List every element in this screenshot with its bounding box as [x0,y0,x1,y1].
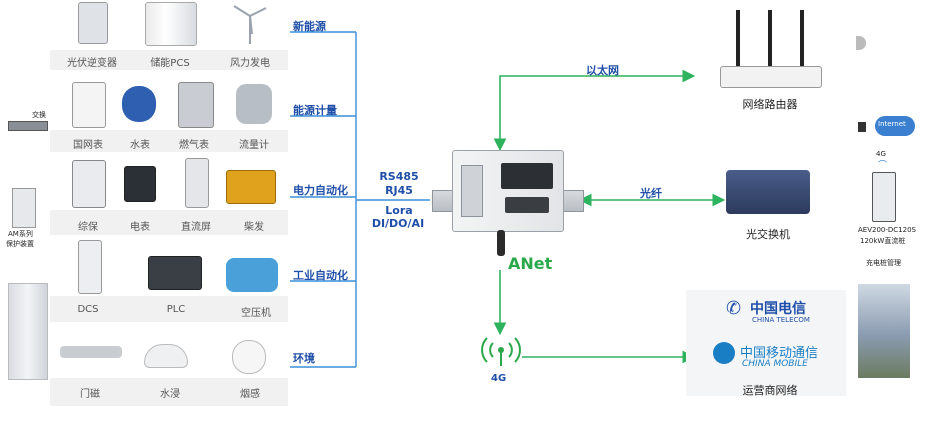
device-label-gas-meter: 燃气表 [179,140,209,151]
charging-station-photo [858,284,910,378]
charger-desc: 120kW直流桩 [860,237,906,245]
label-ethernet: 以太网 [586,64,619,77]
switch-image [726,170,810,214]
gas-meter-image [178,82,214,128]
device-label-protection: 综保 [78,222,98,233]
antenna-icon [497,230,505,256]
category-power-automation: 电力自动化 [293,184,348,197]
row-bg-industrial [50,296,288,322]
protection-relay-image [72,160,106,208]
door-sensor-image [60,346,122,358]
china-telecom-name: 中国电信 [750,301,806,317]
category-new-energy: 新能源 [293,20,326,33]
gateway-device [452,150,564,232]
left-am-label-2: 保护装置 [6,240,34,248]
row-bg-metering [50,130,288,152]
label-fiber: 光纤 [640,187,662,200]
internet-label: Internet [878,120,906,128]
device-label-storage-pcs: 储能PCS [150,58,190,69]
device-label-water-leak: 水浸 [160,389,180,400]
china-mobile-name: 中国移动通信 [740,346,819,361]
right-edge-partial-icon [856,36,866,50]
left-switch-label: 交换 [32,111,46,119]
device-label-power-meter: 电表 [130,222,150,233]
charger-image [872,172,896,222]
label-switch: 光交换机 [746,228,790,241]
grid-meter-image [72,82,106,128]
power-meter-image [124,166,156,202]
diesel-generator-image [226,170,276,204]
left-cabinet-photo [8,283,48,380]
device-label-diesel: 柴发 [244,222,264,233]
cellular-signal-icon [481,337,521,366]
air-compressor-image [226,258,278,292]
device-label-flow-meter: 流量计 [239,140,269,151]
device-label-dcs: DCS [77,304,99,315]
protocol-rj45: RJ45 [385,184,413,197]
device-label-grid-meter: 国网表 [73,140,103,151]
category-environment: 环境 [293,352,315,365]
category-energy-metering: 能源计量 [293,104,337,117]
wifi-icon: ⌒ [878,161,888,171]
charger-model: AEV200-DC120S [858,226,916,234]
smoke-detector-image [232,340,266,374]
device-label-air-compressor: 空压机 [241,308,271,319]
charger-mgmt: 充电桩管理 [866,259,901,267]
china-telecom-en: CHINA TELECOM [752,316,810,324]
operator-panel [686,290,846,396]
dcs-cabinet-image [78,240,102,294]
row-bg-new-energy [50,50,288,70]
china-telecom-icon: ✆ [726,298,742,319]
device-label-smoke: 烟感 [240,389,260,400]
pv-inverter-image [78,2,108,44]
left-am-label-1: AM系列 [8,230,33,238]
device-label-dc-panel: 直流屏 [181,222,211,233]
device-label-water-meter: 水表 [130,140,150,151]
device-label-plc: PLC [166,304,186,315]
cloud-icon [875,116,915,136]
left-am-device [12,188,36,228]
device-label-door-sensor: 门磁 [80,389,100,400]
protocol-io: DI/DO/AI [371,217,425,230]
gateway-name: ANet [508,254,553,273]
left-switch-device [8,121,48,131]
ethernet-link [493,69,696,152]
storage-pcs-image [145,2,197,46]
label-router: 网络路由器 [742,98,798,111]
label-4g: 4G [491,373,507,384]
dc-panel-image [185,158,209,208]
router-image [720,10,822,88]
right-edge-device-icon [858,122,866,132]
water-meter-image [122,86,156,122]
device-label-wind-power: 风力发电 [230,58,270,69]
right-4g-label: 4G [876,150,886,158]
label-operator: 运营商网络 [742,384,798,397]
protocol-lora: Lora [385,204,413,217]
row-bg-power [50,210,288,235]
wind-turbine-image [228,2,272,44]
row-bg-environment [50,378,288,406]
china-mobile-en: CHINA MOBILE [742,359,808,369]
device-label-pv-inverter: 光伏逆变器 [67,58,117,69]
plc-image [148,256,202,290]
category-industrial-automation: 工业自动化 [293,269,348,282]
flow-meter-image [236,84,272,124]
protocol-rs485: RS485 [379,170,419,183]
china-mobile-icon [713,342,735,364]
